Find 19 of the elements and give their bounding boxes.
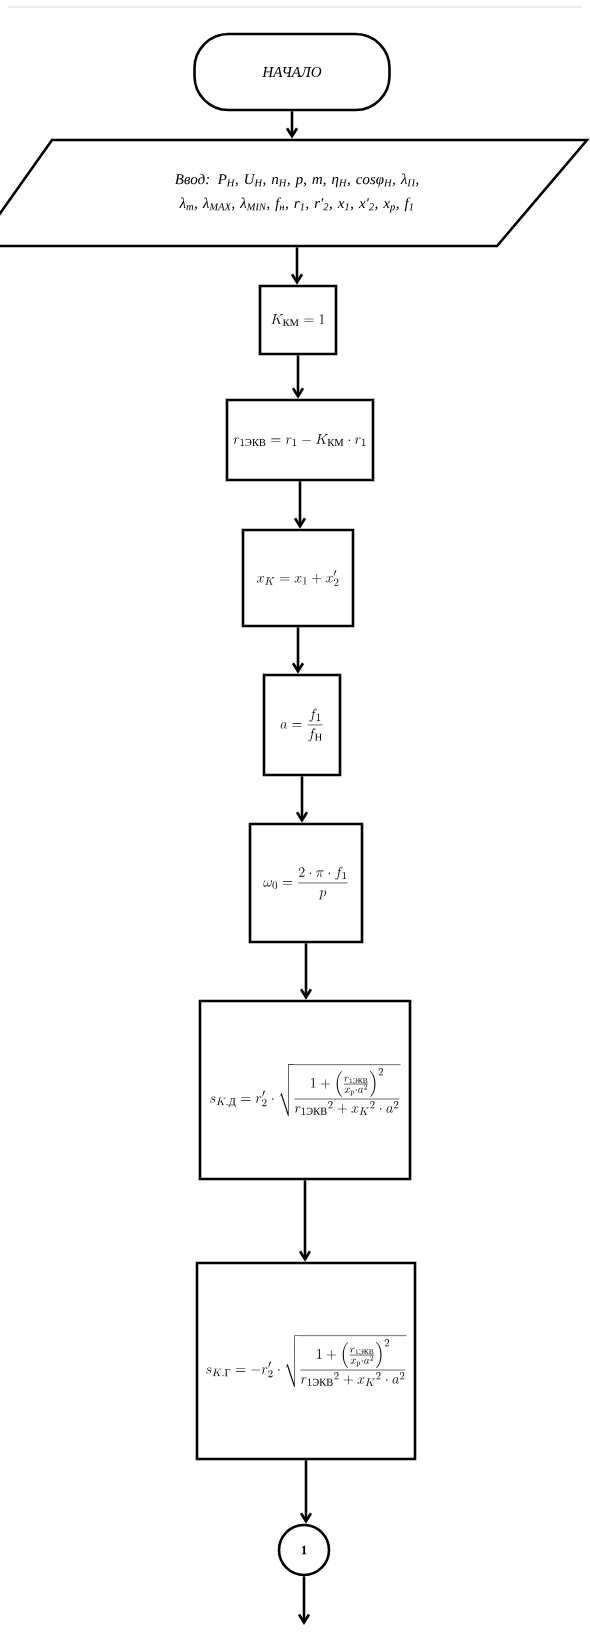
arrow xyxy=(299,943,313,1000)
arrow xyxy=(298,1180,312,1262)
arrow xyxy=(291,355,305,399)
process-box: $s_{K.\text{Д}} = r'_2 \cdot \sqrt{\frac{1 + \left(\frac{r_{1\text{ЭКВ}}}{x_{\text{р}} \cdot a^2}\right)^2}{{r_{1\text{ЭКВ}}}^2 + {x_K}^2 \cdot a^2}}$ xyxy=(198,999,412,1181)
arrow xyxy=(293,481,307,529)
process-box: $r_{1\text{ЭКВ}} = r_1 - K_{\text{КМ}} \cdot r_1$ xyxy=(225,398,375,482)
process-box: $s_{K.\text{Г}} = -r'_2 \cdot \sqrt{\frac{1 + \left(\frac{r_{1\text{ЭКВ}}}{x_{\text{р}} \cdot a^2}\right)^2}{{r_{1\text{ЭКВ}}}^2 + {x_K}^2 \cdot a^2}}$ xyxy=(195,1261,417,1461)
process-box: $\omega_0 = \frac{2 \cdot \pi \cdot f_1}{p}$ xyxy=(248,822,364,944)
arrow xyxy=(290,247,304,285)
process-box: $a = \frac{f_1}{f_{\text{Н}}}$ xyxy=(262,673,342,777)
terminal-box: НАЧАЛО xyxy=(193,32,391,112)
input-parallelogram: Ввод: P$_{Н}$, U$_{Н}$, n$_{Н}$, p, m, η$_{Н}$, cosφ$_{Н}$, λ$_{П}$, λ$_{m}$, λ$_{MAX}$, λ$_{MIN}$, f$_{н}$, r$_{1}$, r′$_{2}$, x$_{1}$, x′$_{2}$, x$_{р}$, f$_{1}$ xyxy=(0,138,590,248)
arrow xyxy=(285,111,299,139)
process-box: $x_{K} = x_1 + x'_2$ xyxy=(241,528,355,628)
arrow xyxy=(299,1460,313,1524)
arrow xyxy=(297,1576,311,1625)
arrow xyxy=(295,776,309,823)
process-box: $K_{\text{КМ}} = 1$ xyxy=(258,284,338,356)
arrow xyxy=(291,627,305,674)
